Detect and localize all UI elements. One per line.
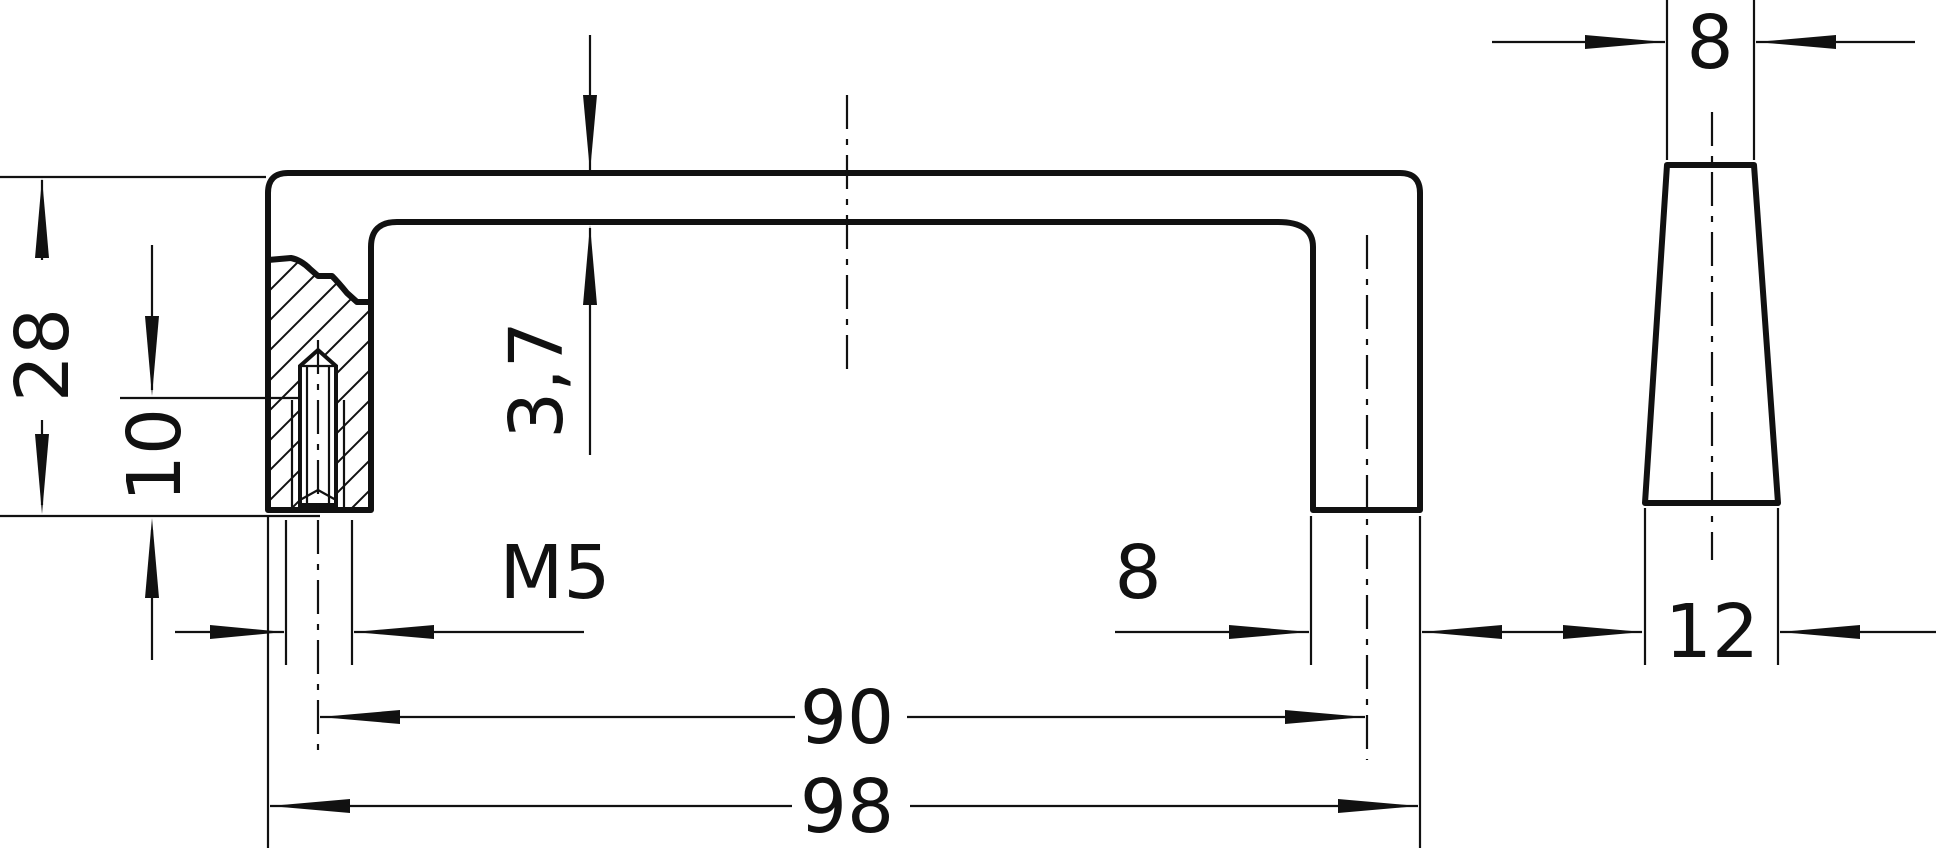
label-wall-thickness: 3,7 <box>494 321 580 439</box>
label-overall-height: 28 <box>0 308 86 402</box>
dim-hole-spacing: 90 <box>320 675 1365 761</box>
dim-thread-depth: 10 <box>112 245 300 660</box>
section-hatching <box>268 258 371 510</box>
label-base-width: 12 <box>1665 589 1759 675</box>
section-profile <box>267 255 371 305</box>
dim-leg-width: 8 <box>1114 516 1642 848</box>
label-top-width: 8 <box>1686 0 1733 86</box>
dim-overall-length: 98 <box>270 764 1418 848</box>
dim-thread: M5 <box>175 516 610 848</box>
handle-side-view <box>1642 162 1781 506</box>
side-profile <box>1642 162 1781 506</box>
label-thread: M5 <box>500 530 611 616</box>
label-hole-spacing: 90 <box>800 675 894 761</box>
label-leg-width: 8 <box>1114 530 1161 616</box>
dim-wall-thickness: 3,7 <box>494 35 597 455</box>
handle-outline <box>265 170 1423 513</box>
handle-front-view <box>265 170 1423 513</box>
dim-overall-height: 28 <box>0 175 320 518</box>
dim-base-width: 12 <box>1563 508 1936 675</box>
dim-top-width: 8 <box>1492 0 1915 160</box>
label-overall-length: 98 <box>800 764 894 848</box>
label-thread-depth: 10 <box>112 408 198 502</box>
